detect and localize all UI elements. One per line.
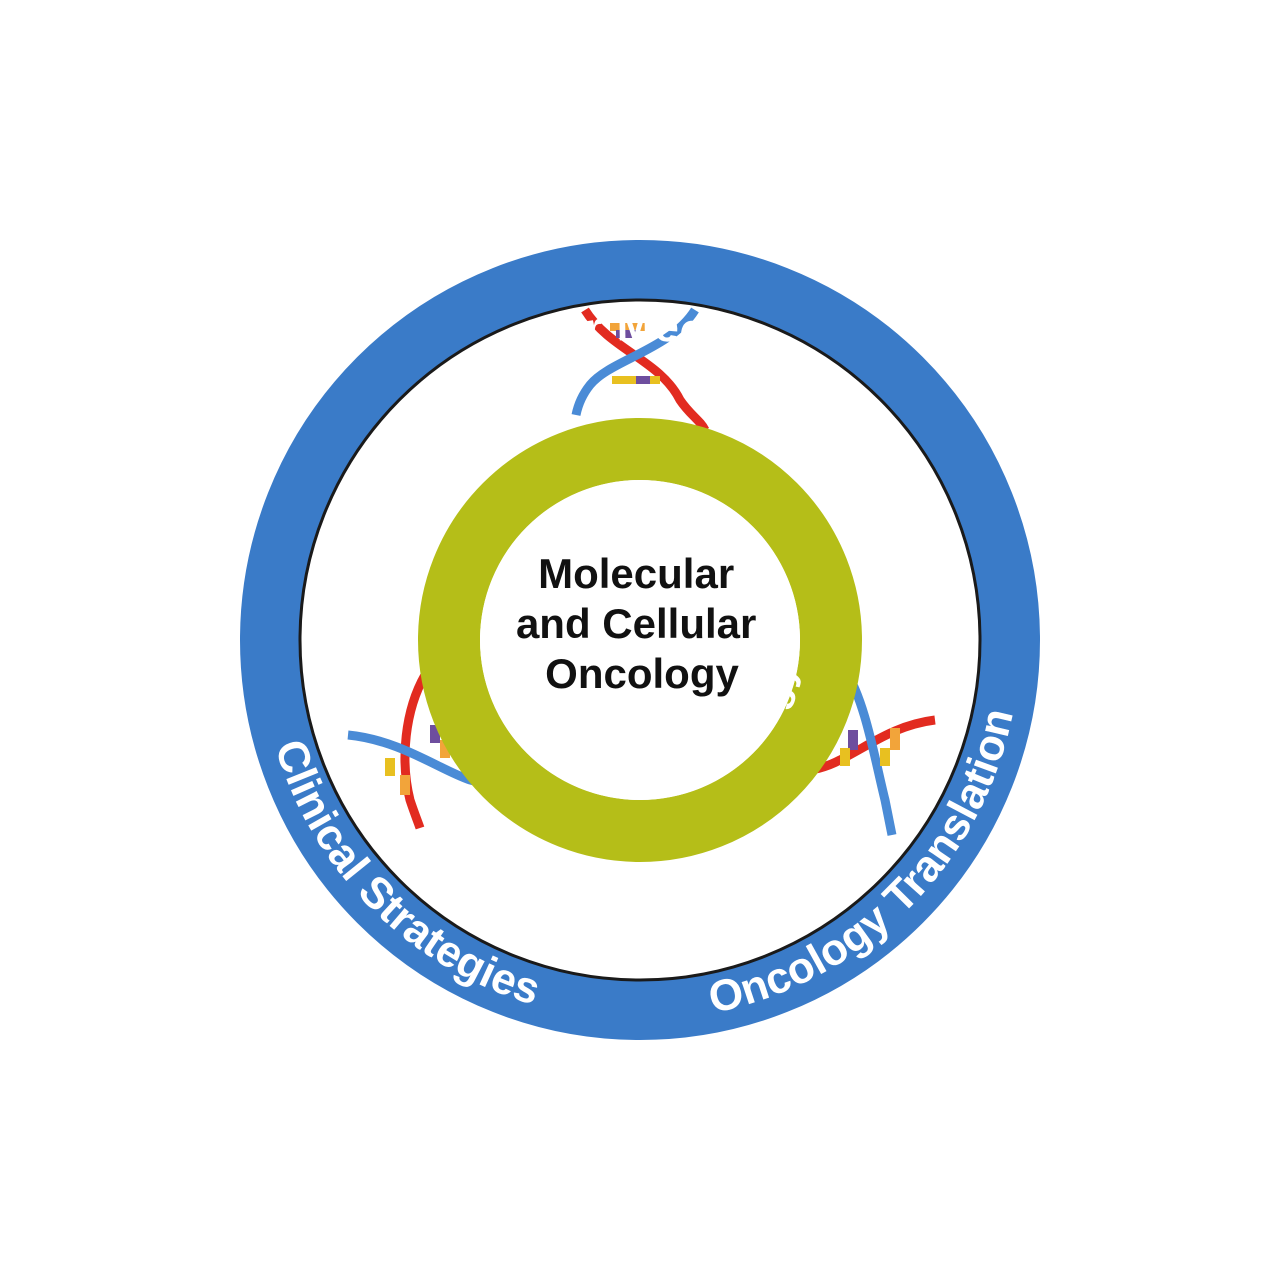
center-title-line-3: Oncology — [545, 650, 739, 697]
inner-ring — [418, 418, 862, 862]
center-title-line-2: and Cellular — [516, 600, 756, 647]
center-title: Molecular and Cellular Oncology — [516, 550, 768, 697]
center-title-line-1: Molecular — [538, 550, 734, 597]
dna-helix-top — [571, 307, 710, 433]
outer-ring — [240, 240, 1040, 1040]
center-circle — [480, 480, 800, 800]
